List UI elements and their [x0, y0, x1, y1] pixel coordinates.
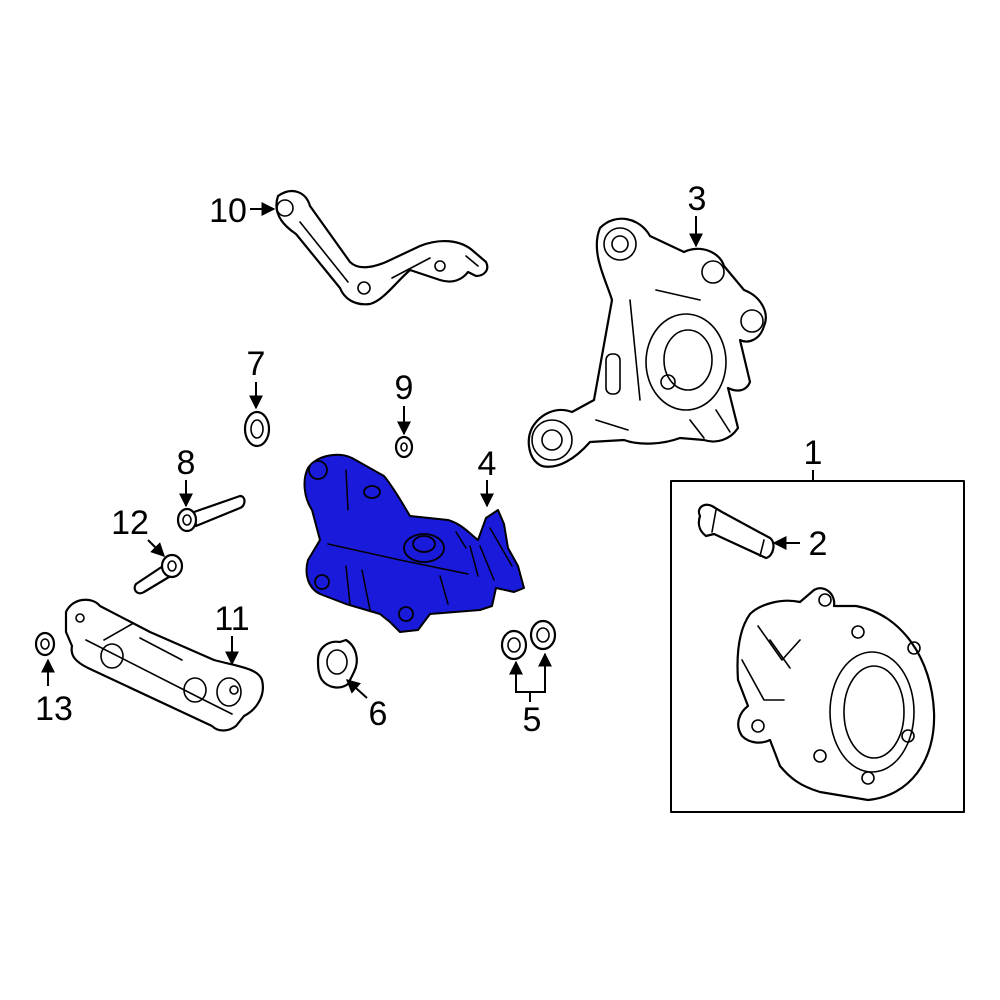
callout-13: 13: [35, 690, 73, 728]
callout-8: 8: [177, 444, 196, 482]
callout-2: 2: [809, 525, 828, 563]
washer-13[interactable]: [34, 631, 56, 657]
nut-9[interactable]: [394, 435, 414, 459]
callout-10: 10: [209, 192, 247, 230]
callout-11: 11: [214, 600, 249, 638]
leader-12: [147, 539, 165, 557]
callout-9: 9: [395, 369, 414, 407]
hub-bearing[interactable]: [736, 587, 936, 802]
lower-control-arm-highlighted[interactable]: [303, 453, 525, 633]
bolt-12[interactable]: [133, 553, 184, 595]
wheel-stud[interactable]: [697, 503, 775, 560]
callout-7: 7: [247, 345, 266, 383]
lower-control-arm[interactable]: [64, 598, 264, 732]
leader-6: [345, 679, 368, 699]
washer-7[interactable]: [243, 410, 271, 448]
washers-5[interactable]: [500, 619, 557, 661]
leader-5-bracket: [515, 658, 546, 693]
callout-12: 12: [111, 504, 149, 542]
hub-assembly-box: [670, 480, 965, 813]
callout-5: 5: [523, 701, 542, 739]
callout-6: 6: [369, 695, 388, 733]
upper-control-arm[interactable]: [275, 189, 489, 306]
knuckle[interactable]: [527, 217, 767, 468]
callout-3: 3: [688, 180, 707, 218]
bolt-8[interactable]: [176, 494, 246, 533]
callout-4: 4: [478, 445, 497, 483]
callout-1: 1: [804, 434, 823, 472]
bracket-plate-6[interactable]: [316, 638, 358, 689]
